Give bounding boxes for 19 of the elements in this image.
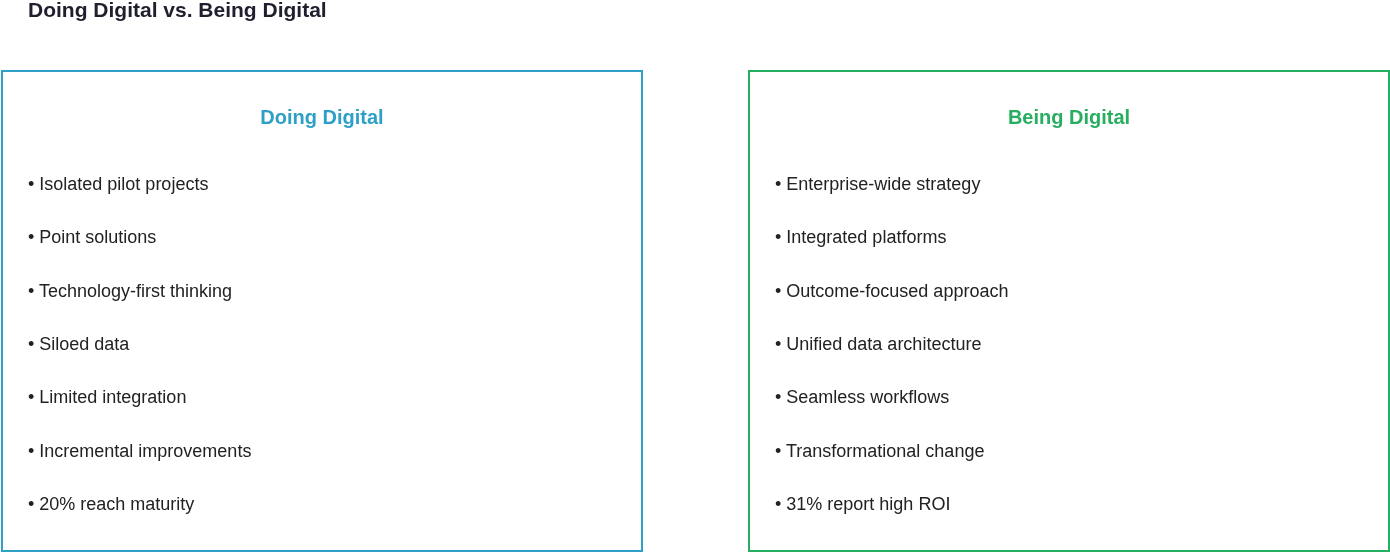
comparison-panel: [748, 70, 1390, 552]
bullet-item: • Limited integration: [28, 386, 187, 409]
bullet-item: • 31% report high ROI: [775, 492, 951, 515]
bullet-item: • Incremental improvements: [28, 439, 252, 462]
bullet-item: • Seamless workflows: [775, 386, 950, 409]
panel-heading: Doing Digital: [259, 105, 385, 129]
bullet-item: • Siloed data: [28, 332, 130, 355]
bullet-item: • 20% reach maturity: [28, 492, 195, 515]
bullet-item: • Transformational change: [775, 439, 985, 462]
bullet-item: • Enterprise-wide strategy: [775, 173, 981, 195]
comparison-panel: [1, 70, 643, 552]
panel-heading: Being Digital: [1006, 105, 1132, 129]
bullet-item: • Outcome-focused approach: [775, 279, 1009, 302]
bullet-item: • Isolated pilot projects: [28, 173, 209, 195]
bullet-item: • Technology-first thinking: [28, 279, 233, 302]
bullet-item: • Point solutions: [28, 226, 157, 249]
bullet-item: • Unified data architecture: [775, 332, 982, 355]
diagram-title: Doing Digital vs. Being Digital: [28, 0, 327, 22]
bullet-item: • Integrated platforms: [775, 226, 947, 249]
